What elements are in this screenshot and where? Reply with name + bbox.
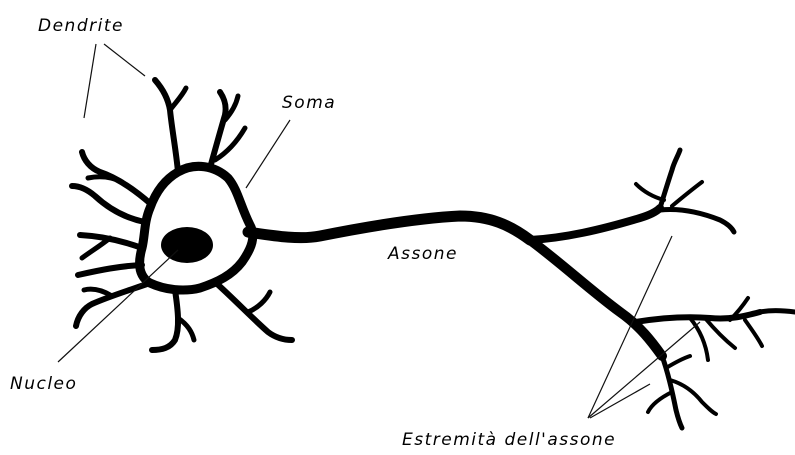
axon xyxy=(248,208,662,356)
dendrites xyxy=(72,80,292,350)
nucleus-label: Nucleo xyxy=(10,374,77,394)
nucleus xyxy=(161,227,213,263)
axon-terminals xyxy=(635,150,795,428)
dendrite-label: Dendrite xyxy=(38,16,124,36)
axon-terminals-label: Estremità dell'assone xyxy=(402,430,616,450)
axon-label: Assone xyxy=(388,244,458,264)
soma-label: Soma xyxy=(282,93,336,113)
